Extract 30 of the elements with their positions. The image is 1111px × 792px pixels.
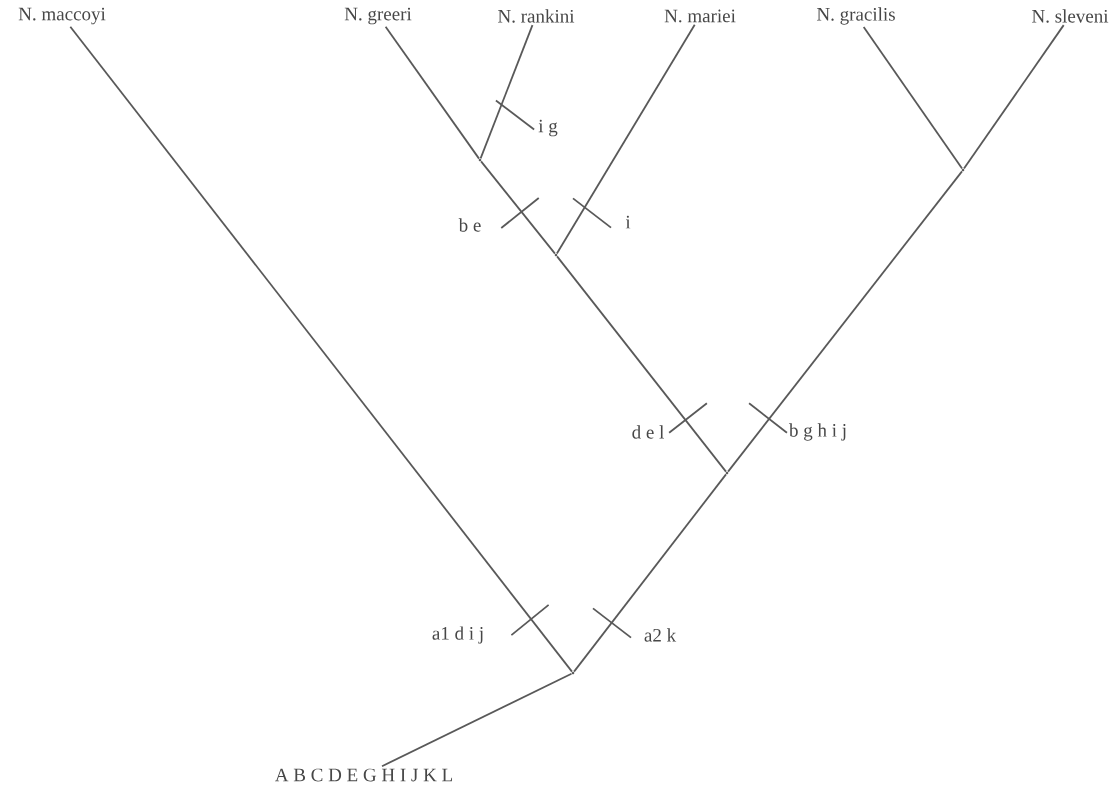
branch-line [381,672,573,768]
edge-label: i g [538,119,558,137]
edge-label: b e [458,218,481,232]
taxon-label: N. rankini [498,9,575,23]
branch-point [478,158,482,162]
taxon-label: N. maccoyi [18,7,106,25]
branch-line [963,24,1065,170]
taxon-label: N. greeri [344,7,412,25]
branch-line [384,25,480,160]
edge-label: a1 d i j [432,626,483,644]
taxon-label: N. mariei [664,9,736,23]
branch-line [573,473,727,673]
branch-line [556,255,727,473]
edge-label: d e l [632,425,664,439]
taxon-label: N. gracilis [817,7,895,25]
taxon-label: N. sleveni [1032,9,1109,23]
branch-point [961,168,965,172]
edge-label: a2 k [644,628,677,642]
branch-point [725,471,729,475]
branch-line [862,26,963,170]
branch-line [556,23,696,255]
branch-line [727,170,963,473]
branch-point [571,671,575,675]
edge-label: b g h i j [789,423,846,441]
character-list: A B C D E G H I J K L [275,768,453,782]
branch-point [554,253,558,257]
branch-line [69,25,573,673]
edge-label: i [625,215,631,229]
branch-line [479,24,534,160]
branch-line [480,160,556,255]
